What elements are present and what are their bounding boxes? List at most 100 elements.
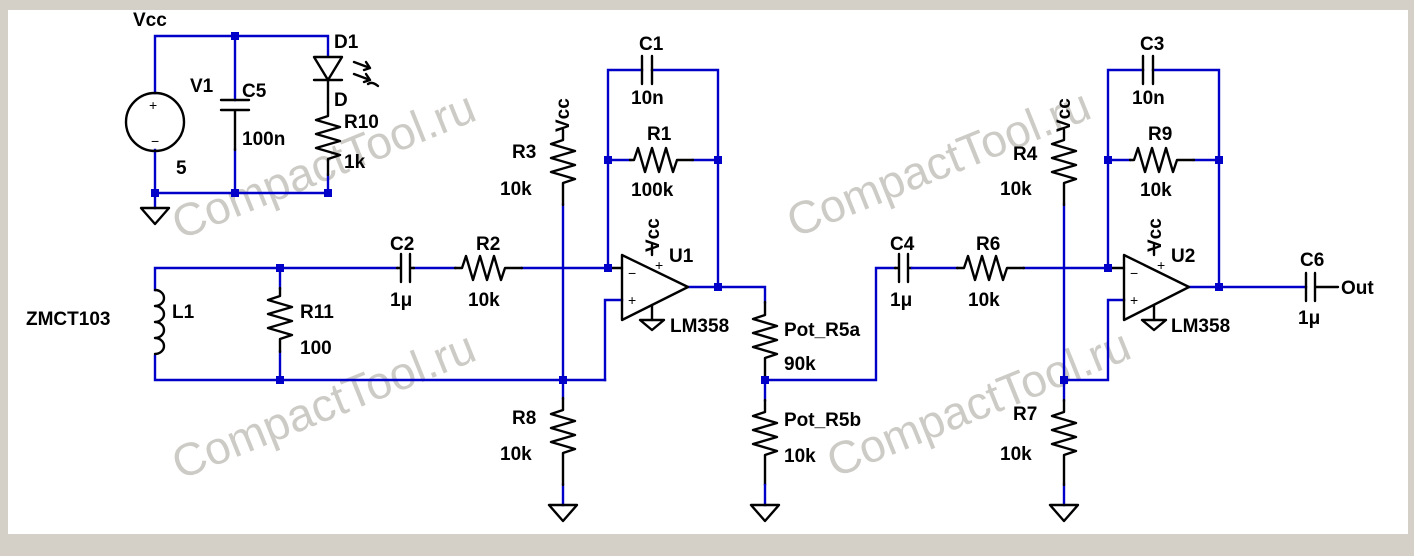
label-pot-r5a-value: 90k [784, 354, 816, 375]
svg-text:+: + [1130, 292, 1138, 308]
svg-text:+: + [1157, 257, 1165, 273]
label-r6-value: 10k [968, 290, 1000, 311]
label-u2-part: LM358 [1171, 316, 1230, 337]
ground-symbol [139, 206, 171, 226]
label-r7: R7 [1013, 404, 1037, 425]
capacitor-c2 [395, 252, 416, 284]
label-c5-value: 100n [242, 129, 285, 150]
label-pot-r5b-value: 10k [784, 446, 816, 467]
label-l1: L1 [172, 302, 195, 323]
opamp-u2: − + + [1106, 243, 1191, 332]
label-vcc: Vcc [133, 10, 167, 31]
label-r3-vcc: Vcc [553, 98, 574, 132]
junction-dot [151, 189, 159, 197]
label-d1-model: D [334, 90, 348, 111]
label-c1: C1 [639, 34, 664, 55]
resistor-r8 [549, 396, 577, 487]
input-section: ZMCT103 L1 R11 100 C2 1μ R2 10k R3 10k V… [26, 98, 610, 523]
capacitor-c6 [1304, 271, 1340, 303]
junction-dot [604, 264, 612, 272]
frame-left [0, 0, 8, 556]
label-r3-value: 10k [500, 179, 532, 200]
label-r2-value: 10k [468, 290, 500, 311]
resistor-pot-r5b [751, 398, 779, 487]
label-u1-vcc: Vcc [643, 218, 664, 252]
u1-feedback-wire [606, 68, 720, 289]
label-c6: C6 [1300, 250, 1324, 271]
label-r11-value: 100 [300, 338, 332, 359]
label-r3: R3 [512, 142, 536, 163]
label-c4: C4 [890, 234, 915, 255]
label-r4: R4 [1013, 144, 1038, 165]
label-r10: R10 [344, 112, 379, 133]
junction-dot [559, 376, 567, 384]
stage2-input: C4 1μ R6 10k R4 10k Vcc R7 10k [890, 98, 1126, 523]
label-u1-part: LM358 [670, 316, 729, 337]
junction-dot [276, 376, 284, 384]
u1-out-wire [686, 285, 767, 304]
svg-text:−: − [1130, 265, 1138, 281]
svg-text:+: + [655, 257, 663, 273]
label-d1: D1 [334, 32, 359, 53]
stage-u2: − + + C3 10n R9 10k U2 Vcc LM358 C6 1μ O… [1104, 34, 1374, 337]
resistor-r3 [549, 128, 577, 207]
resistor-r2 [453, 254, 524, 282]
label-u1: U1 [669, 246, 694, 267]
ground-symbol [1048, 503, 1080, 523]
watermark: CompactTool.ru [779, 78, 1097, 247]
led-d1 [312, 55, 380, 104]
resistor-r1 [628, 146, 695, 174]
junction-dot [276, 264, 284, 272]
capacitor-c5 [219, 98, 251, 152]
u1-noninv-wire [603, 298, 624, 382]
potentiometer-section: Pot_R5a 90k Pot_R5b 10k [749, 266, 897, 523]
junction-dot [324, 189, 332, 197]
ground-symbol [749, 503, 781, 523]
svg-text:−: − [628, 265, 636, 281]
junction-dot [231, 189, 239, 197]
vcc-rail-wire [153, 34, 330, 102]
watermark: CompactTool.ru [164, 80, 482, 249]
watermark: CompactTool.ru [819, 318, 1137, 487]
frame-top [0, 0, 1414, 10]
junction-dot [761, 376, 769, 384]
label-c2-value: 1μ [390, 290, 412, 311]
stage-u1: − + + C1 10n R1 100k U1 Vcc LM358 [603, 34, 767, 382]
resistor-r10 [314, 100, 342, 177]
label-c4-value: 1μ [890, 290, 912, 311]
junction-dot [231, 32, 239, 40]
resistor-r9 [1128, 146, 1196, 174]
svg-text:−: − [151, 133, 159, 149]
resistor-r11 [266, 286, 294, 354]
label-r4-vcc: Vcc [1054, 98, 1075, 132]
label-c5: C5 [242, 81, 267, 102]
label-u2: U2 [1171, 246, 1195, 267]
opamp-u1: − + + [606, 243, 690, 332]
junction-dot [714, 283, 722, 291]
power-section: + − Vcc V1 5 C5 100n D1 D R10 1k [124, 10, 380, 226]
label-r7-value: 10k [1000, 444, 1032, 465]
junction-dot [1215, 283, 1223, 291]
label-r9-value: 10k [1140, 180, 1172, 201]
junction-dot [604, 156, 612, 164]
label-out: Out [1341, 278, 1374, 299]
voltage-source-v1: + − [124, 91, 186, 153]
junction-dot [1104, 156, 1112, 164]
label-r11: R11 [300, 302, 334, 323]
label-c1-value: 10n [631, 88, 664, 109]
label-v1-value: 5 [176, 158, 187, 179]
input-bottom-wire [153, 350, 607, 382]
label-r1: R1 [647, 124, 672, 145]
inductor-l1 [153, 288, 166, 356]
frame-right [1408, 0, 1414, 556]
label-r10-value: 1k [344, 152, 366, 173]
u2-feedback-wire [1106, 68, 1221, 289]
label-r6: R6 [976, 234, 1000, 255]
label-u2-vcc: Vcc [1145, 218, 1166, 252]
svg-text:+: + [628, 292, 636, 308]
label-r1-value: 100k [631, 180, 674, 201]
label-r8: R8 [512, 408, 536, 429]
junction-dot [1060, 376, 1068, 384]
ground-symbol [547, 503, 579, 523]
label-r2: R2 [476, 234, 500, 255]
